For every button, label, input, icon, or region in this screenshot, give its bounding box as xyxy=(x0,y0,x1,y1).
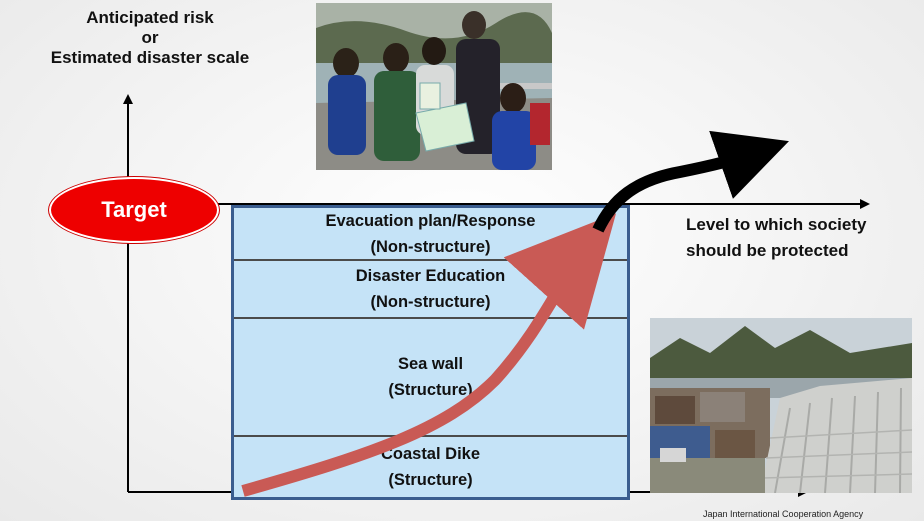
level-sea-wall: Sea wall (Structure) xyxy=(234,319,627,437)
students-photo xyxy=(316,3,552,170)
level-sea-wall-title: Sea wall xyxy=(397,355,464,373)
level-sea-wall-type: (Structure) xyxy=(388,381,473,399)
level-evacuation: Evacuation plan/Response (Non-structure) xyxy=(234,208,627,261)
credit-text: Japan International Cooperation Agency xyxy=(703,509,864,519)
y-axis-label: Anticipated risk or Estimated disaster s… xyxy=(0,8,300,68)
y-axis-label-line-2: or xyxy=(141,28,159,47)
non-structural-measures-curve xyxy=(592,130,789,233)
y-axis-label-line-1: Anticipated risk xyxy=(86,8,214,27)
level-education-type: (Non-structure) xyxy=(370,293,491,311)
y-axis-label-line-3: Estimated disaster scale xyxy=(50,48,250,67)
level-education-title: Disaster Education xyxy=(355,267,506,285)
level-evacuation-title: Evacuation plan/Response xyxy=(325,211,536,230)
protection-level-label: Level to which society should be protect… xyxy=(686,212,866,264)
level-coastal-dike-type: (Structure) xyxy=(388,471,473,489)
target-label: Target xyxy=(101,197,167,222)
level-evacuation-type: (Non-structure) xyxy=(370,237,491,256)
level-coastal-dike: Coastal Dike (Structure) xyxy=(234,437,627,497)
protection-level-label-line-1: Level to which society xyxy=(686,215,867,234)
target-badge: Target xyxy=(49,177,219,243)
students-photo-image xyxy=(316,3,552,170)
protection-level-label-line-2: should be protected xyxy=(686,241,849,260)
level-coastal-dike-title: Coastal Dike xyxy=(380,445,481,463)
structural-measures-curve xyxy=(241,213,617,497)
level-education: Disaster Education (Non-structure) xyxy=(234,261,627,319)
sea-wall-photo xyxy=(650,318,912,493)
sea-wall-photo-image xyxy=(650,318,912,493)
